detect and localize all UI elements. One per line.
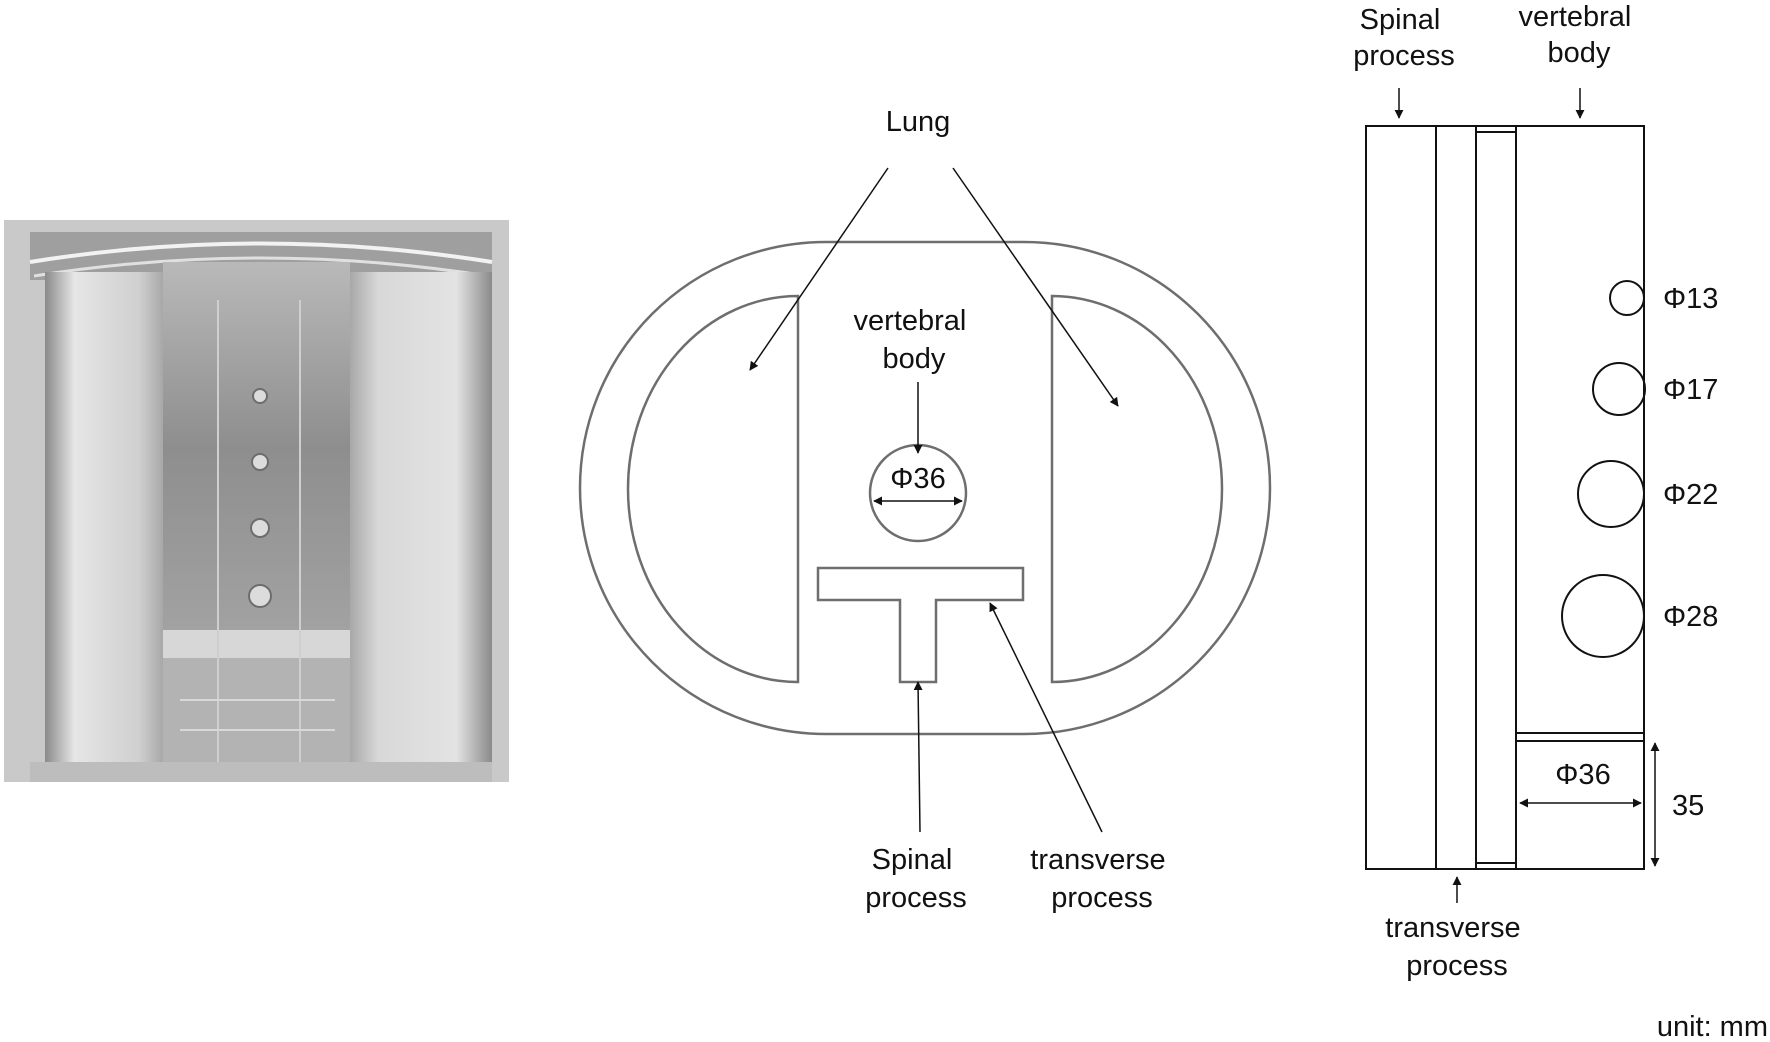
vertebral-diameter-label: Φ36 [890,463,945,495]
spinal-transverse-process-shape [816,566,1025,684]
photo-spine-insert [163,262,350,632]
hole-phi28-label: Φ28 [1663,601,1718,633]
hole-phi28 [1561,574,1645,658]
side-transverse-process-label: transverse process [1385,912,1528,982]
lung-arrow-left [749,167,889,371]
hole-phi22-label: Φ22 [1663,479,1718,511]
side-vertebral-body-label: vertebral body [1519,1,1640,69]
photo-hole-1 [252,388,268,404]
unit-label: unit: mm [1657,1011,1768,1042]
photo-left-lung-insert [45,272,163,762]
hole-phi17 [1592,362,1646,416]
left-lung [626,294,800,684]
photo-hole-3 [250,518,270,538]
side-view-frame [1365,125,1645,870]
hole-phi13 [1609,280,1645,316]
vertebral-body-label: vertebral body [854,305,975,375]
transverse-process-arrow [989,602,1103,833]
phantom-body-outline [578,240,1272,736]
side-view-diagram: Φ13 Φ17 Φ22 Φ28 Spinal process vertebral… [1353,1,1718,982]
side-phi36-label: Φ36 [1555,759,1610,791]
lung-label: Lung [886,106,951,138]
photo-hole-4 [248,584,272,608]
phantom-photo [4,220,509,782]
spinal-process-label: Spinal process [865,844,967,914]
spinal-process-arrow [913,681,923,833]
lung-arrow-right [952,167,1119,407]
hole-phi22 [1577,460,1645,528]
right-lung [1050,294,1224,684]
height-35-label: 35 [1672,790,1704,822]
cross-section-diagram: Lung vertebral body Φ36 Spinal process t… [578,106,1272,914]
transverse-process-label: transverse process [1030,844,1173,914]
photo-right-lung-insert [350,272,492,762]
hole-phi17-label: Φ17 [1663,374,1718,406]
hole-phi13-label: Φ13 [1663,283,1718,315]
photo-hole-2 [251,453,269,471]
side-spinal-process-label: Spinal process [1353,4,1455,72]
